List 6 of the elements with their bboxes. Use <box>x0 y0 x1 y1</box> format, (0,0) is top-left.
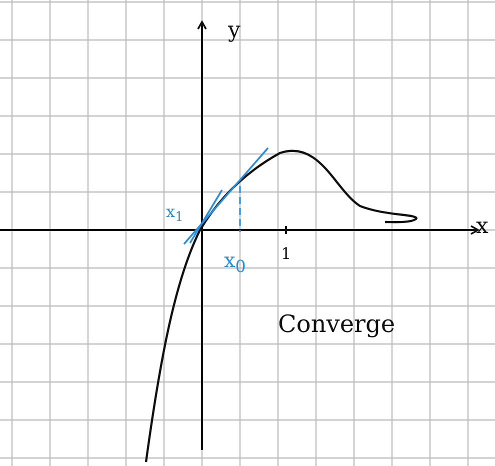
point-label: x$_{0}$ <box>224 250 246 276</box>
note-text: Converge <box>278 312 396 336</box>
axis-label: x <box>476 216 488 238</box>
point-label: x$_{1}$ <box>166 204 184 225</box>
axis-label: y <box>228 20 240 42</box>
tick-label: 1 <box>281 246 292 262</box>
